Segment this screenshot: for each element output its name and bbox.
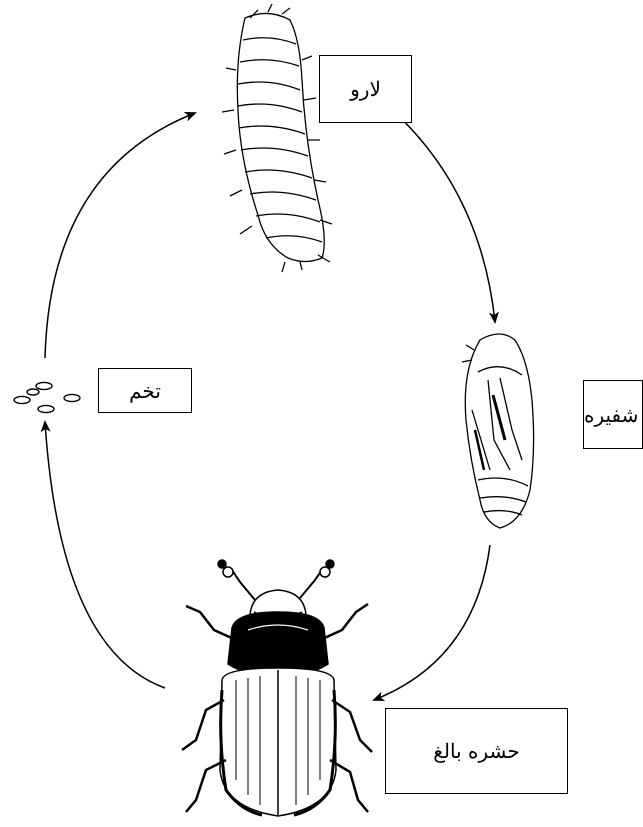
adult-label-text: حشره بالغ <box>433 739 519 763</box>
adult-beetle-illustration <box>182 560 372 816</box>
larva-label-text: لارو <box>350 77 381 101</box>
arrow-pupa-to-adult <box>374 545 490 700</box>
arrow-larva-to-pupa <box>375 95 495 322</box>
arrow-adult-to-egg <box>45 422 165 688</box>
stage-label-larva: لارو <box>319 55 412 123</box>
stage-label-adult: حشره بالغ <box>385 708 568 794</box>
eggs-illustration <box>14 382 80 412</box>
larva-illustration <box>222 4 332 272</box>
pupa-label-text: شفیره <box>584 403 638 427</box>
stage-label-pupa: شفیره <box>583 380 643 449</box>
arrow-egg-to-larva <box>45 113 195 358</box>
stage-label-egg: تخم <box>98 368 192 413</box>
egg-label-text: تخم <box>129 379 161 403</box>
pupa-illustration <box>462 334 534 528</box>
